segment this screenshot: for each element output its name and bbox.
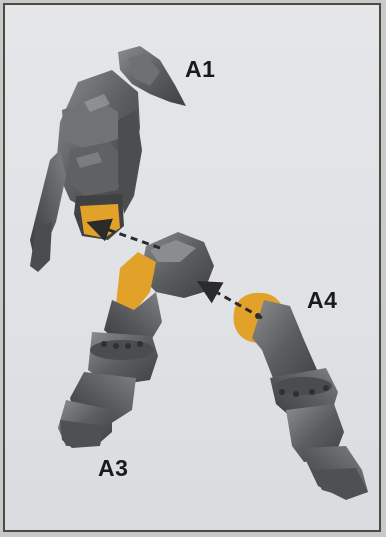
leg-part-a4: [234, 293, 369, 500]
arrow-origin-dot: [255, 313, 261, 319]
leg-part-a3: [58, 232, 214, 448]
label-a4: A4: [307, 287, 337, 314]
label-a1: A1: [185, 56, 215, 83]
label-a3: A3: [98, 455, 128, 482]
torso-part-a1: [30, 46, 186, 272]
